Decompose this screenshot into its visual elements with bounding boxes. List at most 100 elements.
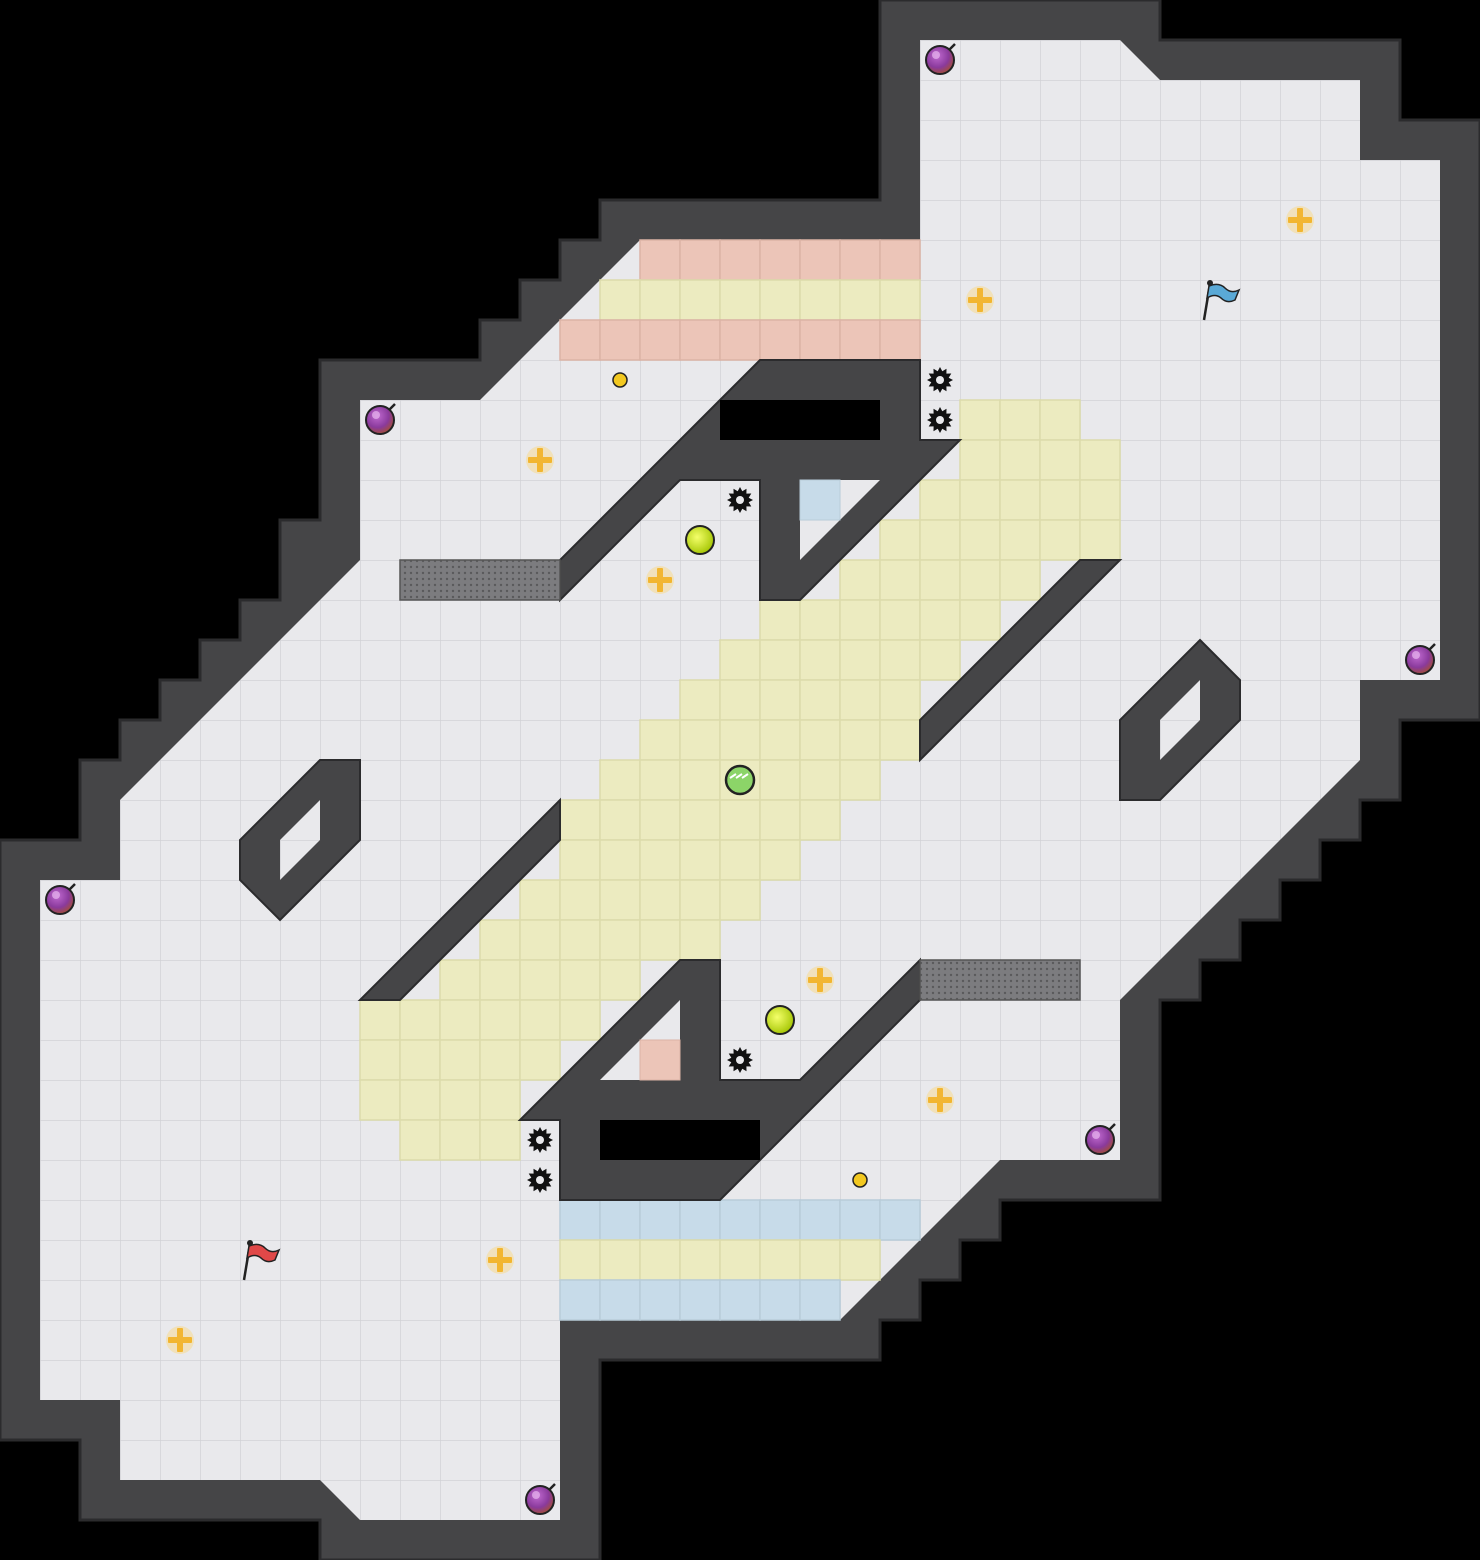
spike-icon [527,1167,553,1193]
booster-icon [765,1005,795,1035]
zone-tile-yellow [559,919,601,961]
zone-tile-yellow [599,959,641,1001]
zone-tile-blue [759,1279,801,1321]
zone-tile-yellow [479,1119,521,1161]
zone-tile-yellow [839,1239,881,1281]
zone-tile-yellow [519,959,561,1001]
zone-tile-yellow [839,719,881,761]
zone-tile-yellow [1079,439,1121,481]
zone-tile-yellow [639,879,681,921]
zone-tile-yellow [719,879,761,921]
zone-tile-yellow [879,719,921,761]
zone-tile-pink [839,239,881,281]
powerup-icon [646,566,674,594]
zone-tile-yellow [719,1239,761,1281]
powerup-icon [966,286,994,314]
zone-tile-yellow [359,1039,401,1081]
zone-tile-yellow [719,679,761,721]
zone-tile-pink [799,319,841,361]
zone-tile-yellow [999,479,1041,521]
zone-tile-yellow [639,759,681,801]
zone-tile-yellow [639,279,681,321]
zone-tile-pink [679,239,721,281]
zone-tile-yellow [799,759,841,801]
zone-tile-yellow [959,399,1001,441]
spike-icon [727,1047,753,1073]
zone-tile-yellow [1039,399,1081,441]
bomb-icon [1405,643,1436,675]
zone-tile-pink [599,319,641,361]
ball-icon[interactable] [724,764,756,796]
zone-tile-blue [679,1279,721,1321]
zone-tile-yellow [799,719,841,761]
zone-tile-yellow [799,799,841,841]
zone-tile-yellow [679,759,721,801]
zone-tile-blue [599,1199,641,1241]
diagonal-wall [919,559,1123,763]
zone-tile-yellow [479,1039,521,1081]
zone-tile-yellow [439,1119,481,1161]
diagonal-wall [357,797,561,1001]
zone-tile-yellow [439,1079,481,1121]
zone-tile-yellow [759,1239,801,1281]
spike-icon [927,407,953,433]
zone-tile-yellow [799,639,841,681]
powerup-icon [926,1086,954,1114]
zone-tile-yellow [359,1079,401,1121]
zone-tile-yellow [719,719,761,761]
zone-tile-yellow [759,639,801,681]
zone-tile-blue [799,479,841,521]
zone-tile-yellow [919,559,961,601]
zone-tile-yellow [599,759,641,801]
zone-tile-blue [559,1199,601,1241]
bomb-icon [1085,1123,1116,1155]
booster-icon [685,525,715,555]
zone-tile-yellow [519,879,561,921]
zone-tile-yellow [759,799,801,841]
zone-tile-yellow [559,879,601,921]
zone-tile-yellow [439,1039,481,1081]
zone-tile-yellow [639,919,681,961]
zone-tile-pink [799,239,841,281]
rhombus-hole [280,800,320,880]
zone-tile-yellow [999,399,1041,441]
zone-tile-yellow [679,679,721,721]
powerup-icon [486,1246,514,1274]
rhombus-hole [1160,680,1200,760]
zone-tile-pink [879,239,921,281]
zone-tile-yellow [999,439,1041,481]
zone-tile-blue [719,1279,761,1321]
zone-tile-yellow [599,879,641,921]
zone-tile-yellow [919,639,961,681]
zone-tile-pink [719,239,761,281]
zone-tile-yellow [959,599,1001,641]
zone-tile-pink [679,319,721,361]
zone-tile-yellow [1039,519,1081,561]
zone-tile-yellow [679,1239,721,1281]
zone-tile-blue [839,1199,881,1241]
zone-tile-yellow [1039,439,1081,481]
powerup-icon [166,1326,194,1354]
zone-tile-yellow [719,799,761,841]
zone-tile-yellow [879,679,921,721]
zone-tile-yellow [639,839,681,881]
zone-tile-yellow [599,919,641,961]
zone-tile-yellow [679,839,721,881]
pit [600,1120,760,1160]
zone-tile-yellow [799,679,841,721]
zone-tile-yellow [959,519,1001,561]
zone-tile-yellow [959,479,1001,521]
zone-tile-pink [759,239,801,281]
zone-tile-yellow [399,999,441,1041]
zone-tile-yellow [399,1039,441,1081]
zone-tile-blue [719,1199,761,1241]
zone-tile-yellow [439,999,481,1041]
booster-icon [852,1172,868,1188]
zone-tile-yellow [1079,479,1121,521]
zone-tile-yellow [599,279,641,321]
zone-tile-yellow [679,919,721,961]
zone-tile-yellow [719,279,761,321]
zone-tile-yellow [959,439,1001,481]
zone-tile-yellow [919,599,961,641]
zone-tile-yellow [799,599,841,641]
